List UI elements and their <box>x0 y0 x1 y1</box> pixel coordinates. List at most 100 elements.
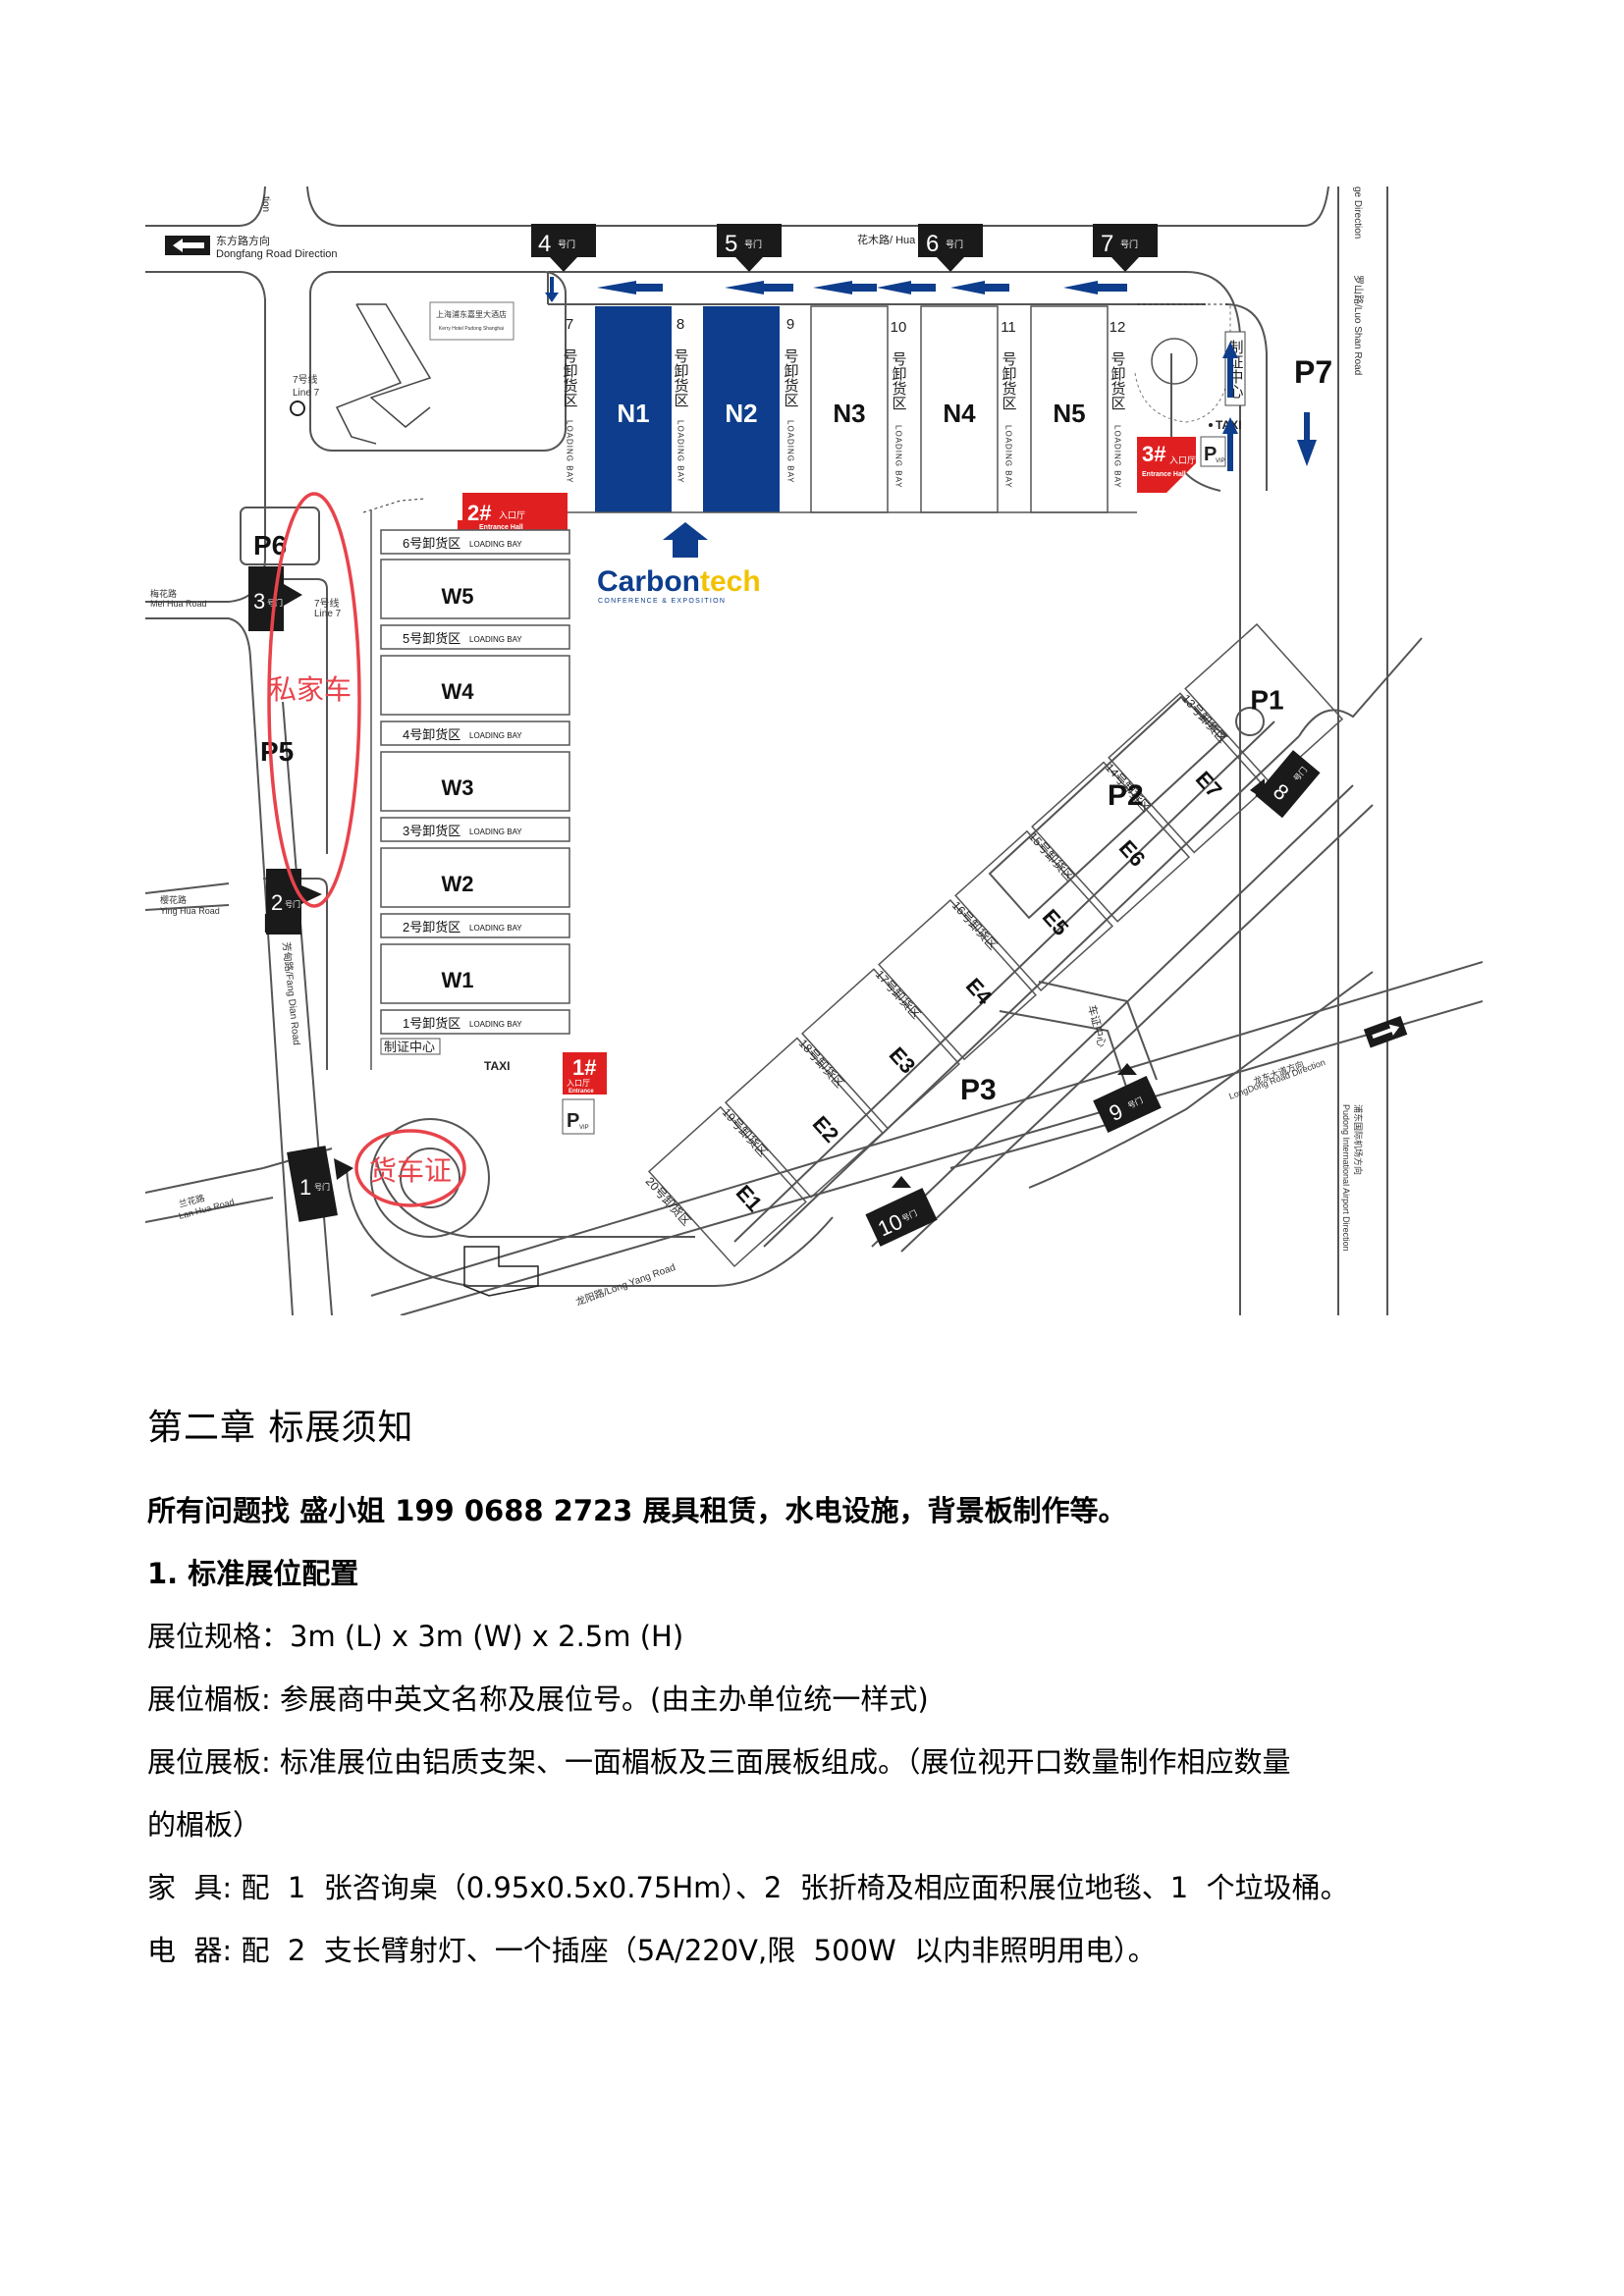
svg-text:Ying Hua Road: Ying Hua Road <box>160 906 220 916</box>
svg-text:Entrance: Entrance <box>568 1089 594 1095</box>
west-hall-labels: W5 W4 W3 W2 W1 6号卸货区 LOADING BAY 5号卸货区 L… <box>403 536 522 1031</box>
west-halls <box>370 510 570 1070</box>
svg-text:LOADING BAY: LOADING BAY <box>469 924 522 933</box>
fascia-label: 展位楣板: <box>147 1682 280 1716</box>
svg-text:号卸货区: 号卸货区 <box>1110 351 1126 410</box>
svg-text:LOADING BAY: LOADING BAY <box>1113 425 1122 489</box>
svg-text:入口厅: 入口厅 <box>1169 455 1196 465</box>
svg-text:ge Direction: ge Direction <box>1352 187 1363 239</box>
svg-text:7: 7 <box>566 316 573 333</box>
svg-text:2: 2 <box>271 890 283 915</box>
dongfang-road-label: 东方路方向 Dongfang Road Direction tion <box>165 196 338 260</box>
panel-value: 标准展位由铝质支架、一面楣板及三面展板组成。（展位视开口数量制作相应数量 <box>280 1745 1291 1779</box>
svg-text:N2: N2 <box>725 399 757 428</box>
panel-continued-value: 的楣板） <box>147 1808 262 1842</box>
svg-text:1#: 1# <box>572 1055 596 1080</box>
furniture-value: 配 1 张咨询桌（0.95x0.5x0.75Hm）、2 张折椅及相应面积展位地毯… <box>241 1871 1349 1904</box>
svg-text:13号卸货区: 13号卸货区 <box>1179 691 1230 746</box>
gate-5: 5 号门 <box>717 224 782 272</box>
spec-value: 3m (L) x 3m (W) x 2.5m (H) <box>290 1620 684 1653</box>
svg-text:15号卸货区: 15号卸货区 <box>1026 828 1077 883</box>
svg-text:11: 11 <box>1001 319 1016 336</box>
svg-text:东方路方向: 东方路方向 <box>216 234 270 247</box>
furniture-label: 家 具: <box>147 1871 242 1904</box>
svg-text:Carbon: Carbon <box>597 565 700 598</box>
svg-text:樱花路: 樱花路 <box>160 894 187 905</box>
gate-1: 1 号门 <box>287 1146 353 1222</box>
svg-text:LOADING BAY: LOADING BAY <box>469 635 522 644</box>
entrance-3-area: 制证中心 TAXI 3# 入口厅 Entrance Hall P VIP P7 … <box>1134 187 1365 493</box>
svg-text:1: 1 <box>299 1175 311 1200</box>
kerry-hotel: 上海浦东嘉里大酒店 Kerry Hotel Pudong Shanghai 7号… <box>290 301 514 445</box>
svg-text:TAXI: TAXI <box>484 1059 510 1073</box>
svg-text:Kerry Hotel Pudong Shanghai: Kerry Hotel Pudong Shanghai <box>439 326 504 332</box>
hall-n4 <box>920 305 999 513</box>
svg-text:P7: P7 <box>1294 354 1332 390</box>
svg-text:号门: 号门 <box>285 899 300 909</box>
svg-text:LOADING BAY: LOADING BAY <box>469 731 522 740</box>
contact-prefix: 所有问题找 盛小姐 <box>147 1494 396 1527</box>
svg-text:VIP: VIP <box>1216 458 1225 464</box>
svg-text:W5: W5 <box>442 584 474 609</box>
svg-text:号卸货区: 号卸货区 <box>1001 351 1017 410</box>
contact-line: 所有问题找 盛小姐 199 0688 2723 展具租赁，水电设施，背景板制作等… <box>147 1479 1502 1542</box>
svg-text:7: 7 <box>1101 231 1113 257</box>
svg-text:上海浦东嘉里大酒店: 上海浦东嘉里大酒店 <box>436 309 507 319</box>
hall-n2 <box>703 306 780 512</box>
svg-text:6: 6 <box>926 231 939 257</box>
gate-7: 7 号门 <box>1093 224 1158 272</box>
svg-text:车证中心: 车证中心 <box>1085 1003 1110 1048</box>
svg-text:1号卸货区: 1号卸货区 <box>403 1016 460 1031</box>
entrance-1-area: 制证中心 TAXI 1# 入口厅 Entrance P VIP <box>380 1038 607 1297</box>
gate-2: 2 号门 <box>266 869 322 934</box>
svg-text:12: 12 <box>1110 319 1126 336</box>
svg-text:9: 9 <box>786 316 794 333</box>
svg-text:5: 5 <box>725 231 737 257</box>
carbontech-logo: Carbon tech CONFERENCE & EXPOSITION <box>597 522 761 605</box>
svg-text:N3: N3 <box>833 399 865 428</box>
svg-text:LOADING BAY: LOADING BAY <box>469 1020 522 1029</box>
svg-text:LOADING BAY: LOADING BAY <box>566 420 574 484</box>
entrance-3 <box>1137 437 1196 493</box>
svg-text:3: 3 <box>253 589 265 614</box>
contact-suffix: 展具租赁，水电设施，背景板制作等。 <box>632 1494 1127 1527</box>
svg-text:P: P <box>567 1110 579 1132</box>
svg-text:罗山路/Luo Shan Road: 罗山路/Luo Shan Road <box>1352 275 1365 375</box>
svg-text:私家车: 私家车 <box>269 674 352 705</box>
svg-text:LOADING BAY: LOADING BAY <box>894 425 903 489</box>
metro-icon <box>290 400 305 416</box>
svg-text:5号卸货区: 5号卸货区 <box>403 631 460 646</box>
svg-text:号门: 号门 <box>946 239 963 249</box>
svg-text:梅花路: 梅花路 <box>150 588 177 599</box>
svg-text:Entrance Hall: Entrance Hall <box>479 524 523 531</box>
svg-text:Dongfang Road Direction: Dongfang Road Direction <box>216 248 338 260</box>
svg-text:LOADING BAY: LOADING BAY <box>469 540 522 549</box>
svg-text:P1: P1 <box>1250 685 1283 716</box>
svg-text:P5: P5 <box>260 736 294 767</box>
svg-text:N4: N4 <box>943 399 976 428</box>
svg-text:Line 7: Line 7 <box>314 609 342 619</box>
svg-text:10: 10 <box>891 319 907 336</box>
svg-text:tech: tech <box>700 565 761 598</box>
svg-text:货车证: 货车证 <box>369 1155 452 1186</box>
svg-text:W2: W2 <box>442 872 474 896</box>
gate-10: 10 号门 <box>865 1176 938 1247</box>
north-loading-bays: 7 号卸货区 LOADING BAY 8 号卸货区 LOADING BAY 9 … <box>562 316 1126 489</box>
svg-text:号卸货区: 号卸货区 <box>891 351 907 410</box>
svg-text:3号卸货区: 3号卸货区 <box>403 824 460 838</box>
hua-mu-road-arrows: 花木路/ Hua Mu Road <box>545 234 1127 302</box>
svg-text:7号线: 7号线 <box>293 373 318 386</box>
hall-n1 <box>595 306 672 512</box>
hall-n5 <box>1030 305 1109 513</box>
electrical-label: 电 器: <box>147 1934 242 1967</box>
svg-text:入口厅: 入口厅 <box>567 1079 590 1088</box>
svg-text:2号卸货区: 2号卸货区 <box>403 920 460 934</box>
gate-8: 8 号门 <box>1250 750 1321 819</box>
svg-text:号门: 号门 <box>314 1182 330 1192</box>
svg-text:号卸货区: 号卸货区 <box>783 348 799 407</box>
gate-4: 4 号门 <box>531 224 596 272</box>
svg-text:2#: 2# <box>467 501 491 525</box>
section-title: 1. 标准展位配置 <box>147 1557 359 1590</box>
svg-text:E6: E6 <box>1114 835 1151 872</box>
svg-text:号门: 号门 <box>744 239 762 249</box>
